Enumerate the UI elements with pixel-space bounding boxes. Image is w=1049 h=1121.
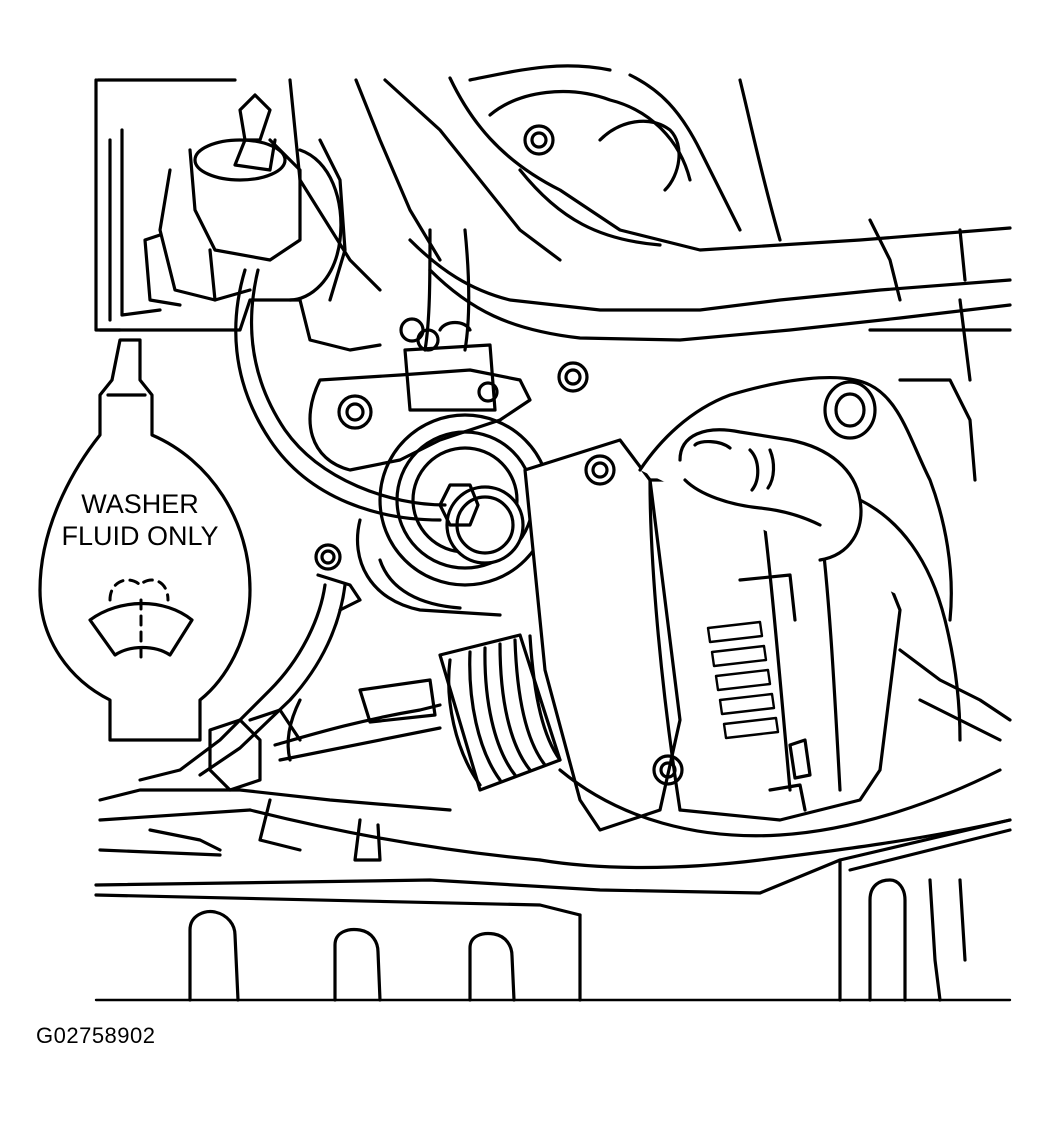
bolt-mid: [557, 361, 589, 393]
engine-frame: [94, 64, 1012, 342]
pump-pulley: [355, 413, 552, 617]
splash-shield: [94, 818, 1012, 1002]
bolt-lower-left: [314, 543, 342, 571]
sensor-wire: [234, 268, 447, 522]
technician-hand: [638, 376, 962, 742]
alternator: [438, 438, 902, 832]
wire-harness-lower: [138, 573, 442, 792]
washer-fluid-cap: WASHER FLUID ONLY: [38, 338, 252, 742]
bolt-left: [337, 394, 373, 430]
windshield-washer-icon: [88, 578, 194, 662]
cap-label-line1: WASHER: [81, 489, 199, 519]
figure-id-label: G02758902: [36, 1023, 156, 1048]
bolt-top: [523, 124, 555, 156]
mount-bracket: [298, 298, 532, 472]
cap-label-line2: FLUID ONLY: [61, 521, 218, 551]
engine-right-side: [868, 298, 1012, 742]
sensor-connector: [143, 93, 347, 307]
lower-engine-structure: [98, 768, 1012, 870]
hose-vertical: [399, 228, 499, 412]
